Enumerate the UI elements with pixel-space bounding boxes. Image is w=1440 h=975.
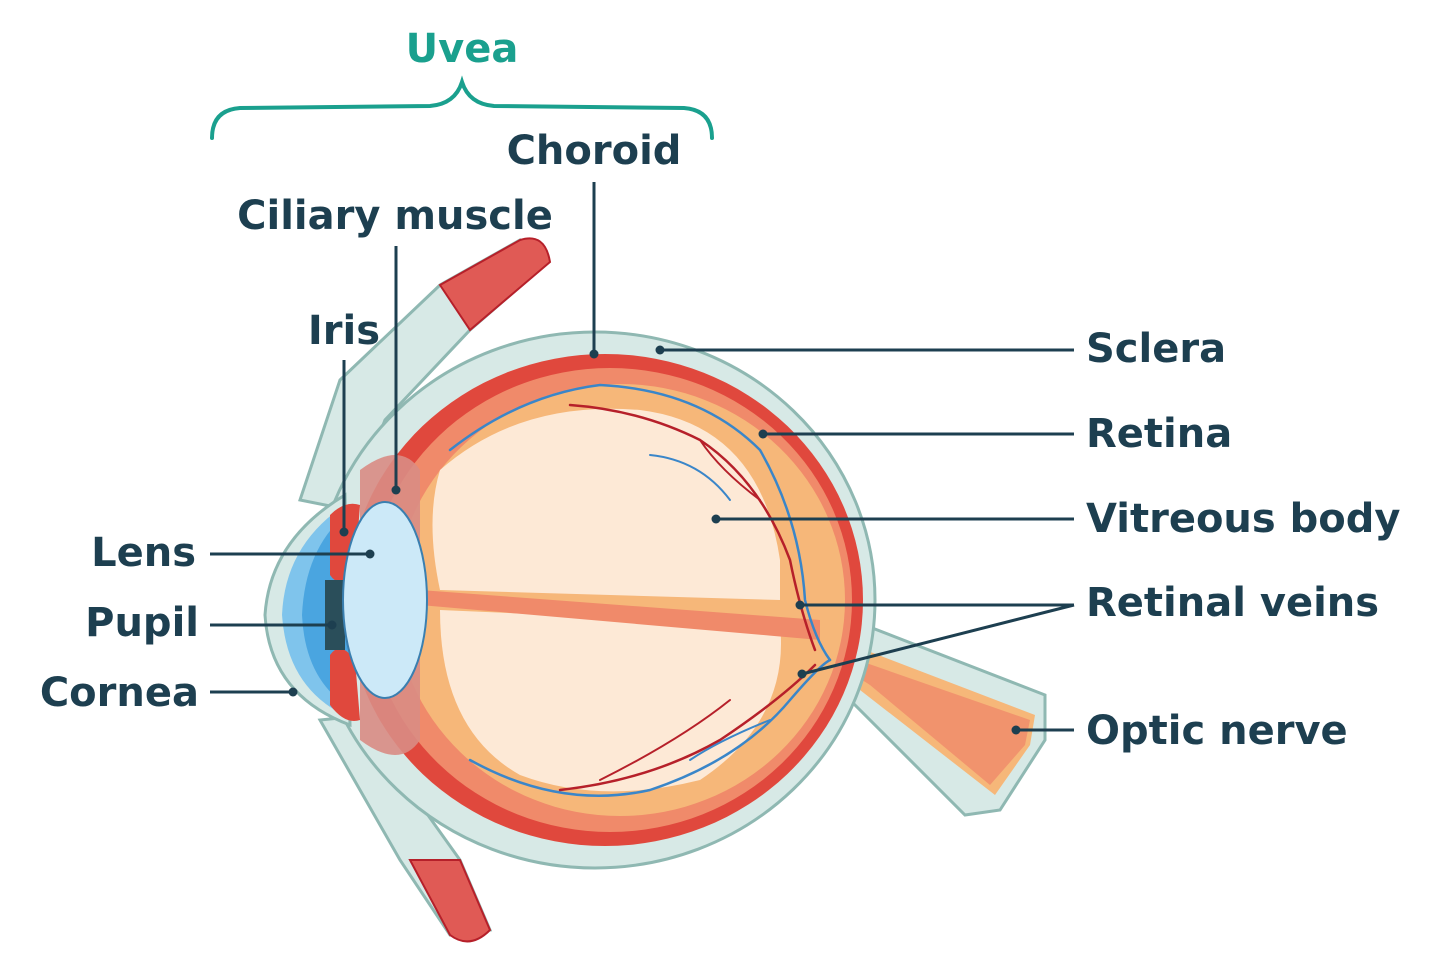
vitreous-body-label: Vitreous body xyxy=(1086,496,1400,542)
pupil-label: Pupil xyxy=(85,600,199,646)
cornea-label: Cornea xyxy=(40,670,199,716)
lens-shape xyxy=(342,501,428,699)
uvea-label: Uvea xyxy=(406,26,519,72)
retinal-veins-label: Retinal veins xyxy=(1086,580,1379,626)
vitreous-body-shape xyxy=(420,408,820,792)
ciliary-muscle-label: Ciliary muscle xyxy=(237,193,553,239)
sclera-label: Sclera xyxy=(1086,326,1226,372)
retina-label: Retina xyxy=(1086,411,1232,457)
iris-shape xyxy=(325,503,360,721)
uvea-bracket xyxy=(210,75,714,140)
optic-nerve-label: Optic nerve xyxy=(1086,708,1348,754)
choroid-label: Choroid xyxy=(507,128,682,174)
leader-lines xyxy=(210,182,1075,735)
lens-label: Lens xyxy=(91,530,196,576)
iris-label: Iris xyxy=(308,308,380,354)
